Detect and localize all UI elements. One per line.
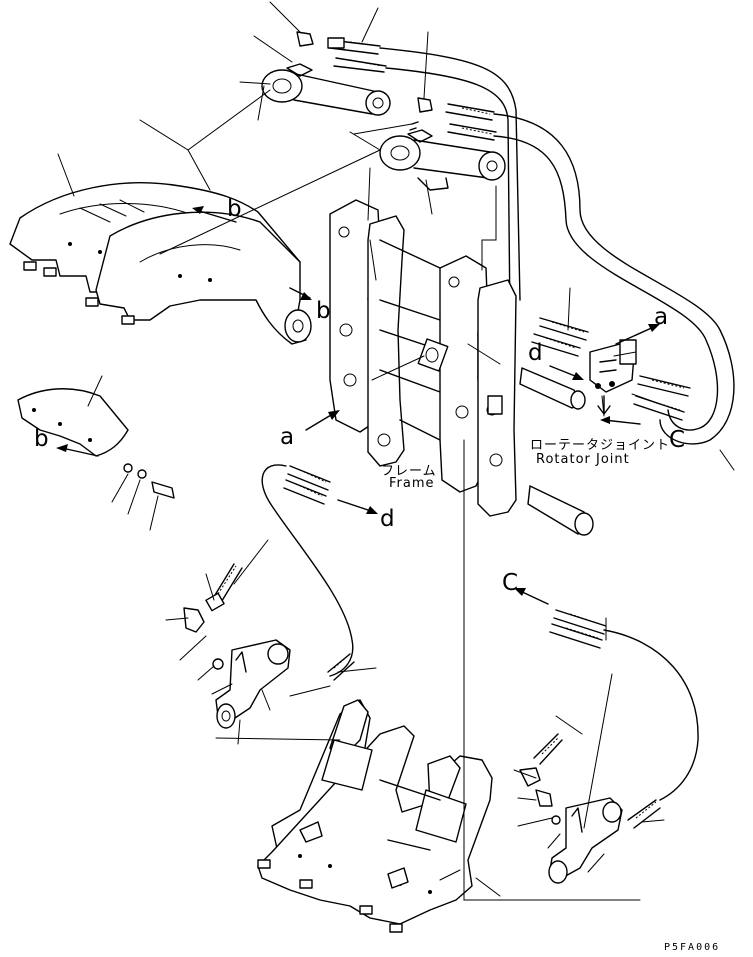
lower-shoe-assembly xyxy=(257,699,493,933)
rotator-joint-label-jp: ローテータジョイント xyxy=(530,438,671,453)
lower-left-fittings xyxy=(183,563,243,670)
frame-pin xyxy=(519,367,594,536)
callout-b-left: b xyxy=(34,426,49,452)
upper-left-shoe xyxy=(9,182,312,345)
small-cover-plate xyxy=(17,388,175,499)
hose-lower-left xyxy=(261,464,355,681)
top-fittings xyxy=(296,31,433,131)
drawing-code: P5FA006 xyxy=(664,942,721,953)
callout-c-right: C xyxy=(669,427,686,453)
callout-d-lower: d xyxy=(380,506,395,532)
top-hose-ends xyxy=(327,37,497,141)
lower-right-hose xyxy=(519,609,699,829)
callout-arrows xyxy=(56,206,660,605)
callout-a-lower: a xyxy=(280,424,295,450)
lower-left-bracket xyxy=(215,639,291,729)
callout-a-upper: a xyxy=(654,304,669,330)
hose-right-loops xyxy=(379,47,735,445)
lower-right-bracket xyxy=(548,797,623,884)
frame-label-jp: フレーム xyxy=(381,464,437,479)
leader-lines xyxy=(57,1,735,901)
callout-b-upper: b xyxy=(227,196,242,222)
callout-b-mid: b xyxy=(316,298,331,324)
upper-cylinder-left xyxy=(261,63,391,116)
upper-cylinder-right xyxy=(379,129,506,191)
rotator-joint-label-en: Rotator Joint xyxy=(536,452,630,467)
frame-assembly xyxy=(329,199,517,517)
rotator-joint xyxy=(531,317,691,421)
callout-c-lower: C xyxy=(502,570,519,596)
callout-d-center: d xyxy=(528,340,543,366)
frame-label-en: Frame xyxy=(389,476,435,491)
